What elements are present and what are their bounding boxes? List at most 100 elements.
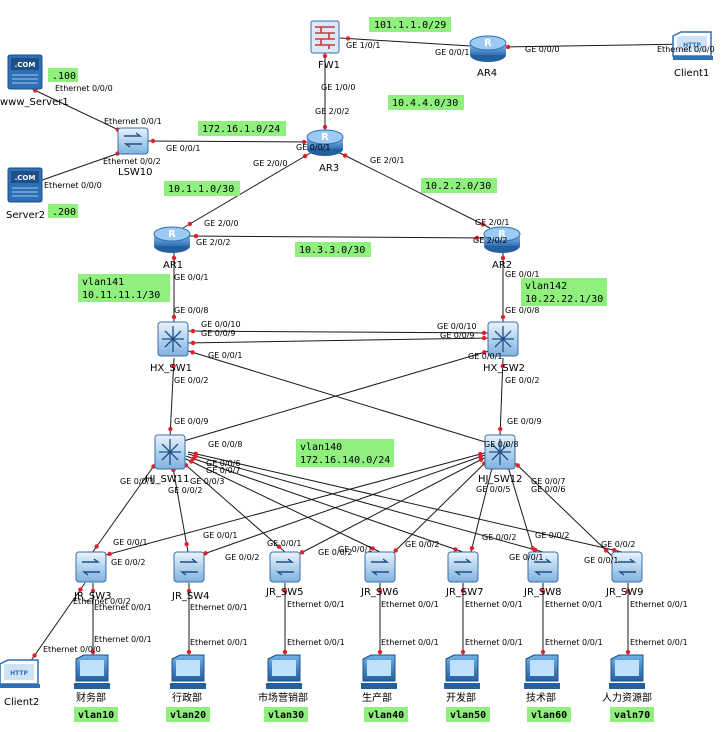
port-status-dot bbox=[500, 363, 505, 369]
port-status-dot bbox=[393, 548, 398, 553]
labels-layer: 101.1.1.0/29 10.4.4.0/30 172.16.1.0/24 1… bbox=[0, 20, 715, 721]
link-sw12-jrsw9 bbox=[511, 459, 613, 557]
hl-vlan142 bbox=[521, 278, 607, 306]
switch-icon[interactable] bbox=[117, 127, 149, 155]
port-label: GE 0/0/9 bbox=[201, 329, 235, 338]
device-label-jr-sw9: JR_SW9 bbox=[605, 587, 644, 598]
port-status-dot bbox=[171, 255, 177, 261]
port-status-dot bbox=[282, 588, 288, 594]
link-fw1-ar4 bbox=[339, 37, 488, 48]
firewall-icon[interactable] bbox=[310, 20, 340, 54]
net-label: 10.3.3.0/30 bbox=[299, 245, 365, 256]
port-status-dot bbox=[94, 544, 99, 549]
port-label: Ethernet 0/0/1 bbox=[630, 600, 688, 609]
http-client-icon[interactable]: HTTP bbox=[0, 659, 40, 688]
ip-label: .200 bbox=[52, 207, 76, 218]
port-label: GE 1/0/1 bbox=[346, 41, 380, 50]
port-status-dot bbox=[186, 588, 192, 594]
device-label-jr-sw8: JR_SW8 bbox=[523, 587, 562, 598]
port-label: Ethernet 0/0/1 bbox=[94, 635, 152, 644]
port-status-dot bbox=[322, 124, 328, 130]
port-status-dot bbox=[107, 551, 112, 557]
hl-vlan141 bbox=[78, 274, 170, 302]
link-sw12-jrsw7 bbox=[469, 459, 495, 557]
port-status-dot bbox=[186, 649, 192, 655]
port-status-dot bbox=[460, 649, 466, 655]
port-status-dot bbox=[171, 363, 176, 369]
port-label: GE 1/0/0 bbox=[321, 83, 355, 92]
port-label: Ethernet 0/0/0 bbox=[657, 45, 715, 54]
port-label: GE 2/0/2 bbox=[196, 238, 230, 247]
core-switch-icon[interactable] bbox=[487, 321, 519, 357]
http-client-icon[interactable]: HTTP bbox=[672, 31, 713, 60]
switch-icon[interactable] bbox=[364, 551, 396, 583]
link-ar3-ar1 bbox=[182, 151, 313, 229]
net-label: 10.22.22.1/30 bbox=[525, 294, 603, 305]
switch-icon[interactable] bbox=[269, 551, 301, 583]
link-lsw10-ar3 bbox=[144, 140, 313, 143]
port-label: Ethernet 0/0/1 bbox=[545, 638, 603, 647]
vlan-label: vlan142 bbox=[525, 281, 567, 292]
port-status-dot bbox=[500, 255, 506, 261]
link-www-lsw10 bbox=[27, 86, 126, 134]
pc-icon[interactable] bbox=[74, 654, 110, 689]
core-switch-icon[interactable] bbox=[484, 434, 516, 470]
vlan-label: vlan140 bbox=[300, 442, 342, 453]
switch-icon[interactable] bbox=[173, 551, 205, 583]
pc-icon[interactable] bbox=[170, 654, 206, 689]
port-status-dot bbox=[370, 546, 375, 551]
port-label: Ethernet 0/0/1 bbox=[190, 638, 248, 647]
port-status-dot bbox=[515, 463, 520, 468]
port-label: Ethernet 0/0/1 bbox=[545, 600, 603, 609]
switch-icon[interactable] bbox=[447, 551, 479, 583]
router-icon[interactable]: R bbox=[483, 226, 521, 253]
pc-icon[interactable] bbox=[524, 654, 560, 689]
port-status-dot bbox=[505, 44, 511, 50]
port-status-dot bbox=[301, 139, 307, 145]
port-status-dot bbox=[302, 153, 308, 159]
core-switch-icon[interactable] bbox=[154, 434, 186, 470]
port-label: GE 0/0/2 bbox=[111, 558, 145, 567]
pc-icon[interactable] bbox=[609, 654, 645, 689]
port-label: GE 0/0/8 bbox=[208, 440, 242, 449]
port-label: GE 0/0/2 bbox=[505, 376, 539, 385]
pc-icon[interactable] bbox=[444, 654, 480, 689]
router-icon[interactable]: R bbox=[306, 129, 344, 156]
port-status-dot bbox=[604, 548, 609, 553]
server-icon[interactable]: .COM bbox=[7, 167, 43, 203]
vlan-tag: valn70 bbox=[614, 710, 650, 721]
vlan-tag: vlan20 bbox=[170, 710, 206, 721]
port-status-dot bbox=[187, 221, 193, 227]
router-icon[interactable]: R bbox=[153, 226, 191, 253]
hl-v50 bbox=[446, 707, 490, 722]
port-label: GE 0/0/9 bbox=[507, 417, 541, 426]
link-ar1-ar2 bbox=[187, 235, 486, 239]
port-status-dot bbox=[90, 588, 96, 594]
devices-layer: R R R R bbox=[0, 20, 713, 689]
switch-icon[interactable] bbox=[75, 551, 107, 583]
switch-icon[interactable] bbox=[611, 551, 643, 583]
pc-icon[interactable] bbox=[266, 654, 302, 689]
vlan-tag: vlan40 bbox=[368, 710, 404, 721]
link-sw11-jrsw5 bbox=[179, 459, 286, 553]
port-label: GE 0/0/1 bbox=[509, 553, 543, 562]
core-switch-icon[interactable] bbox=[157, 321, 189, 357]
router-icon[interactable]: R bbox=[469, 35, 507, 62]
port-status-dot bbox=[482, 350, 487, 355]
pc-icon[interactable] bbox=[361, 654, 397, 689]
hl-net-1033 bbox=[295, 242, 371, 257]
server-icon[interactable]: .COM bbox=[7, 54, 43, 90]
port-status-dot bbox=[612, 548, 617, 553]
port-status-dot bbox=[453, 547, 458, 552]
port-label: GE 0/0/1 bbox=[338, 545, 372, 554]
port-status-dot bbox=[498, 426, 503, 432]
switch-icon[interactable] bbox=[527, 551, 559, 583]
device-label-pc-marketing: 市场营销部 bbox=[258, 691, 308, 704]
port-status-dot bbox=[540, 649, 546, 655]
svg-text:R: R bbox=[321, 132, 329, 143]
port-label: Ethernet 0/0/1 bbox=[190, 603, 248, 612]
port-label: GE 0/0/2 bbox=[168, 486, 202, 495]
link-server2-lsw10 bbox=[27, 150, 126, 186]
